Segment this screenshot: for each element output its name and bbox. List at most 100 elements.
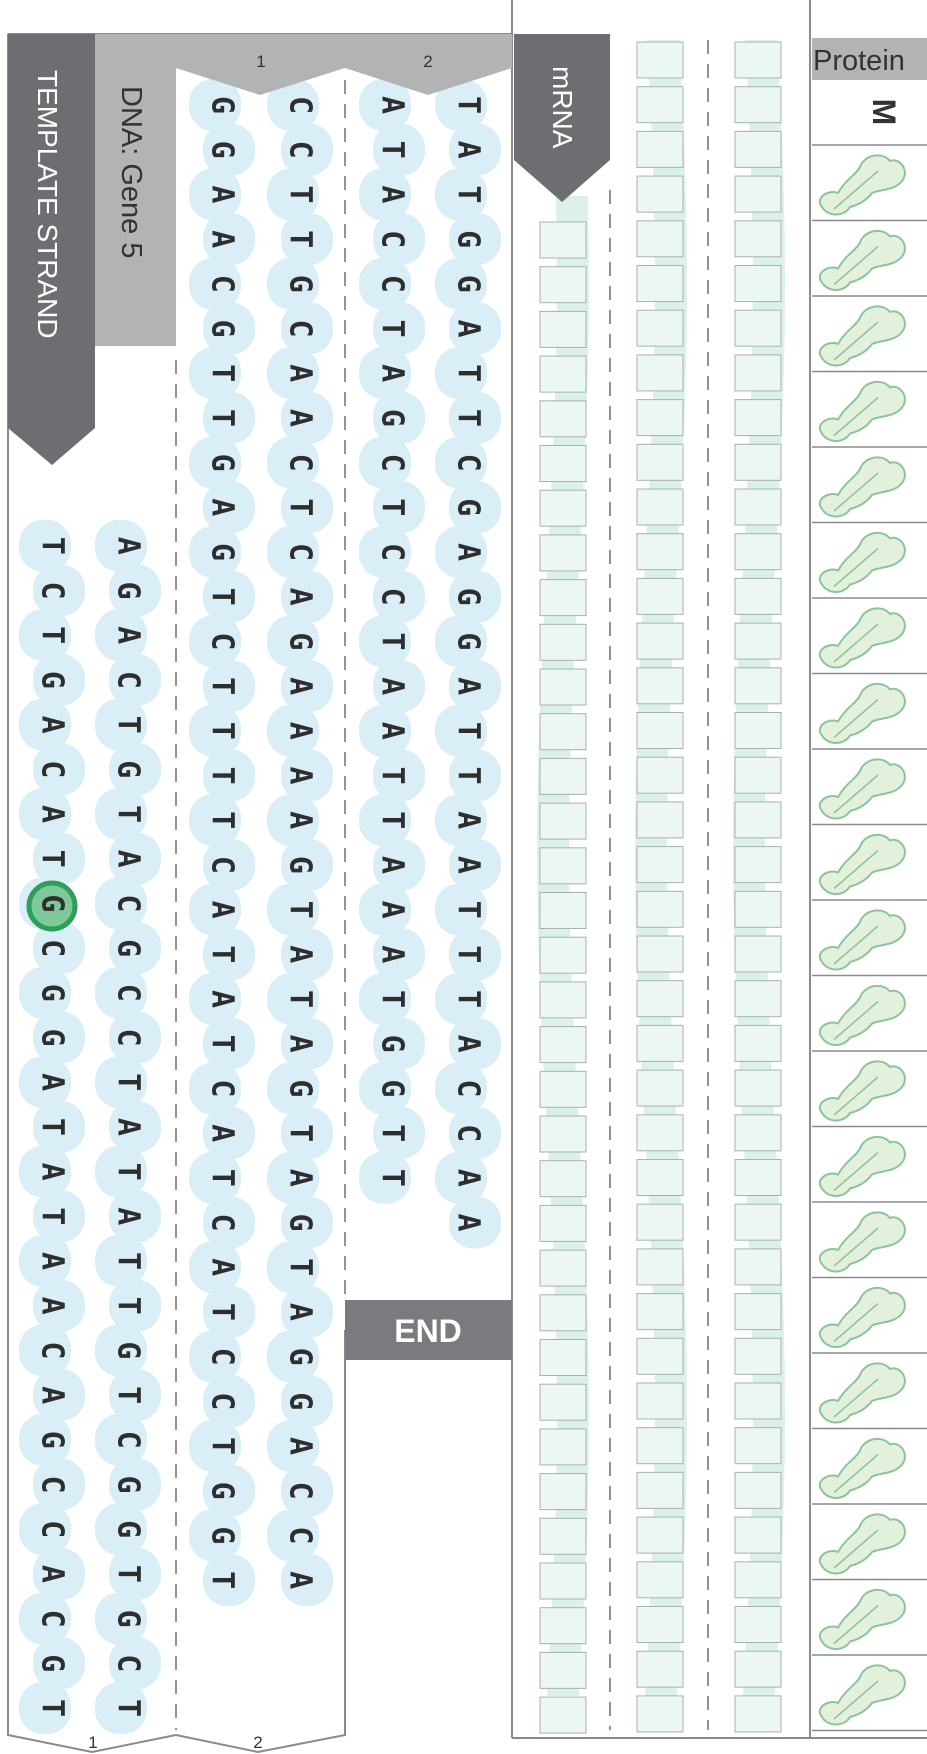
mrna-base-box[interactable] <box>637 1428 683 1464</box>
dna-base[interactable]: G <box>375 1079 410 1097</box>
dna-base[interactable]: T <box>451 409 486 427</box>
dna-base[interactable]: T <box>451 185 486 203</box>
dna-base[interactable]: C <box>205 856 240 874</box>
dna-base[interactable]: T <box>35 1207 70 1225</box>
dna-base[interactable]: A <box>283 1303 318 1321</box>
dna-base[interactable]: A <box>375 945 410 963</box>
dna-base[interactable]: G <box>111 1610 146 1628</box>
dna-base[interactable]: A <box>451 319 486 337</box>
mrna-base-box[interactable] <box>540 758 586 794</box>
amino-acid-slot[interactable] <box>820 608 905 667</box>
dna-base[interactable]: G <box>375 409 410 427</box>
mrna-base-box[interactable] <box>735 1294 781 1330</box>
mrna-base-box[interactable] <box>637 1204 683 1240</box>
dna-base[interactable]: A <box>283 588 318 606</box>
mrna-base-box[interactable] <box>540 1205 586 1241</box>
mrna-base-box[interactable] <box>637 1696 683 1732</box>
dna-base[interactable]: C <box>375 454 410 472</box>
mrna-base-box[interactable] <box>540 222 586 258</box>
dna-base[interactable]: G <box>111 760 146 778</box>
dna-base[interactable]: T <box>283 498 318 516</box>
dna-base[interactable]: T <box>375 1124 410 1142</box>
amino-acid-slot[interactable] <box>820 306 905 365</box>
dna-base[interactable]: T <box>375 632 410 650</box>
mrna-base-box[interactable] <box>540 311 586 347</box>
amino-acid-slot[interactable] <box>820 684 905 743</box>
mrna-base-box[interactable] <box>540 490 586 526</box>
mrna-base-box[interactable] <box>637 1562 683 1598</box>
dna-base[interactable]: A <box>283 722 318 740</box>
mrna-base-box[interactable] <box>637 176 683 212</box>
dna-base[interactable]: A <box>35 805 70 823</box>
mrna-base-box[interactable] <box>540 1652 586 1688</box>
dna-base[interactable]: T <box>111 1073 146 1091</box>
dna-base[interactable]: A <box>205 498 240 516</box>
mrna-base-box[interactable] <box>637 802 683 838</box>
dna-base[interactable]: A <box>35 1163 70 1181</box>
mrna-base-box[interactable] <box>540 624 586 660</box>
mrna-base-box[interactable] <box>540 893 586 929</box>
mrna-base-box[interactable] <box>637 1383 683 1419</box>
mrna-base-box[interactable] <box>735 578 781 614</box>
mrna-base-box[interactable] <box>735 891 781 927</box>
mrna-base-box[interactable] <box>735 713 781 749</box>
dna-base[interactable]: A <box>283 945 318 963</box>
mrna-base-box[interactable] <box>540 356 586 392</box>
mrna-base-box[interactable] <box>637 578 683 614</box>
mrna-base-box[interactable] <box>735 1651 781 1687</box>
dna-base[interactable]: A <box>375 185 410 203</box>
dna-base[interactable]: G <box>451 632 486 650</box>
dna-base[interactable]: A <box>451 543 486 561</box>
mrna-base-box[interactable] <box>637 87 683 123</box>
mrna-base-box[interactable] <box>637 444 683 480</box>
dna-base[interactable]: G <box>283 275 318 293</box>
dna-base[interactable]: A <box>111 537 146 555</box>
mrna-base-box[interactable] <box>540 937 586 973</box>
dna-base[interactable]: A <box>451 1169 486 1187</box>
end-tab[interactable]: END <box>345 1300 512 1360</box>
amino-acid-slot[interactable] <box>820 155 905 214</box>
dna-base[interactable]: G <box>283 632 318 650</box>
dna-base[interactable]: C <box>283 1482 318 1500</box>
dna-base[interactable]: T <box>111 716 146 734</box>
dna-base[interactable]: G <box>283 1079 318 1097</box>
mrna-base-box[interactable] <box>540 803 586 839</box>
mrna-base-box[interactable] <box>735 1115 781 1151</box>
mrna-base-box[interactable] <box>735 1562 781 1598</box>
mrna-base-box[interactable] <box>637 847 683 883</box>
mrna-base-box[interactable] <box>540 1697 586 1733</box>
mrna-base-box[interactable] <box>637 221 683 257</box>
dna-base[interactable]: C <box>205 632 240 650</box>
mrna-base-box[interactable] <box>637 534 683 570</box>
dna-base[interactable]: T <box>283 1124 318 1142</box>
dna-base[interactable]: A <box>283 1437 318 1455</box>
dna-base[interactable]: C <box>111 984 146 1002</box>
amino-acid-slot[interactable] <box>820 1439 905 1498</box>
mrna-base-box[interactable] <box>540 1429 586 1465</box>
dna-base[interactable]: G <box>205 96 240 114</box>
mrna-base-box[interactable] <box>540 267 586 303</box>
dna-base[interactable]: T <box>375 319 410 337</box>
dna-base[interactable]: T <box>205 1571 240 1589</box>
dna-base[interactable]: C <box>283 454 318 472</box>
dna-base[interactable]: A <box>205 230 240 248</box>
mrna-base-box[interactable] <box>637 713 683 749</box>
dna-base[interactable]: C <box>205 275 240 293</box>
dna-base[interactable]: G <box>205 319 240 337</box>
dna-base[interactable]: T <box>451 96 486 114</box>
mrna-base-box[interactable] <box>637 1338 683 1374</box>
dna-base[interactable]: T <box>283 230 318 248</box>
dna-base[interactable]: G <box>451 498 486 516</box>
template-strand-tab[interactable]: TEMPLATE STRAND <box>8 34 95 465</box>
dna-base[interactable]: T <box>451 722 486 740</box>
dna-base[interactable]: C <box>35 1475 70 1493</box>
dna-base[interactable]: C <box>111 894 146 912</box>
dna-base[interactable]: A <box>375 96 410 114</box>
dna-base[interactable]: T <box>111 1699 146 1717</box>
dna-base[interactable]: A <box>375 677 410 695</box>
mrna-base-box[interactable] <box>637 266 683 302</box>
mrna-base-box[interactable] <box>735 1472 781 1508</box>
dna-base[interactable]: G <box>35 984 70 1002</box>
dna-base[interactable]: T <box>283 1258 318 1276</box>
dna-base[interactable]: T <box>111 1386 146 1404</box>
